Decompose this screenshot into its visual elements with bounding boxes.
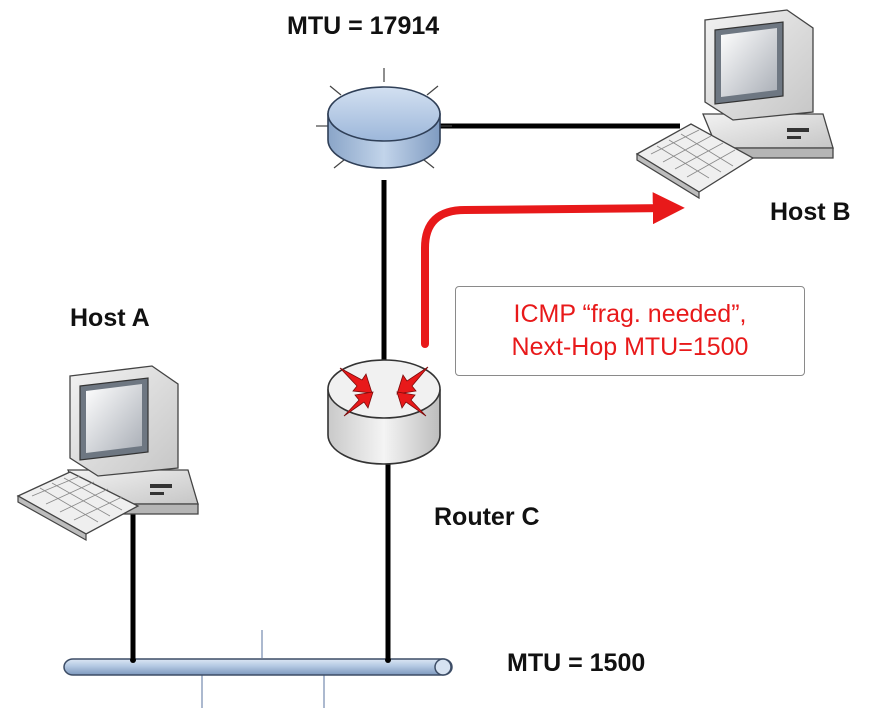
icmp-red-arrow (421, 192, 685, 348)
host-a-label: Host A (70, 304, 150, 332)
host-b-computer-icon (635, 9, 834, 200)
icmp-message-box: ICMP “frag. needed”, Next-Hop MTU=1500 (455, 286, 805, 376)
bottom-mtu-label: MTU = 1500 (507, 649, 646, 677)
icmp-message-line-2: Next-Hop MTU=1500 (511, 333, 749, 361)
top-router (316, 68, 452, 169)
router-arrows-icon (339, 366, 429, 417)
host-a-computer-icon (16, 365, 199, 542)
host-b-label: Host B (770, 198, 851, 226)
ethernet-bus (63, 630, 453, 708)
router-c (327, 359, 441, 465)
router-c-label: Router C (434, 503, 540, 531)
top-mtu-label: MTU = 17914 (287, 12, 440, 40)
icmp-message-line-1: ICMP “frag. needed”, (513, 300, 747, 328)
